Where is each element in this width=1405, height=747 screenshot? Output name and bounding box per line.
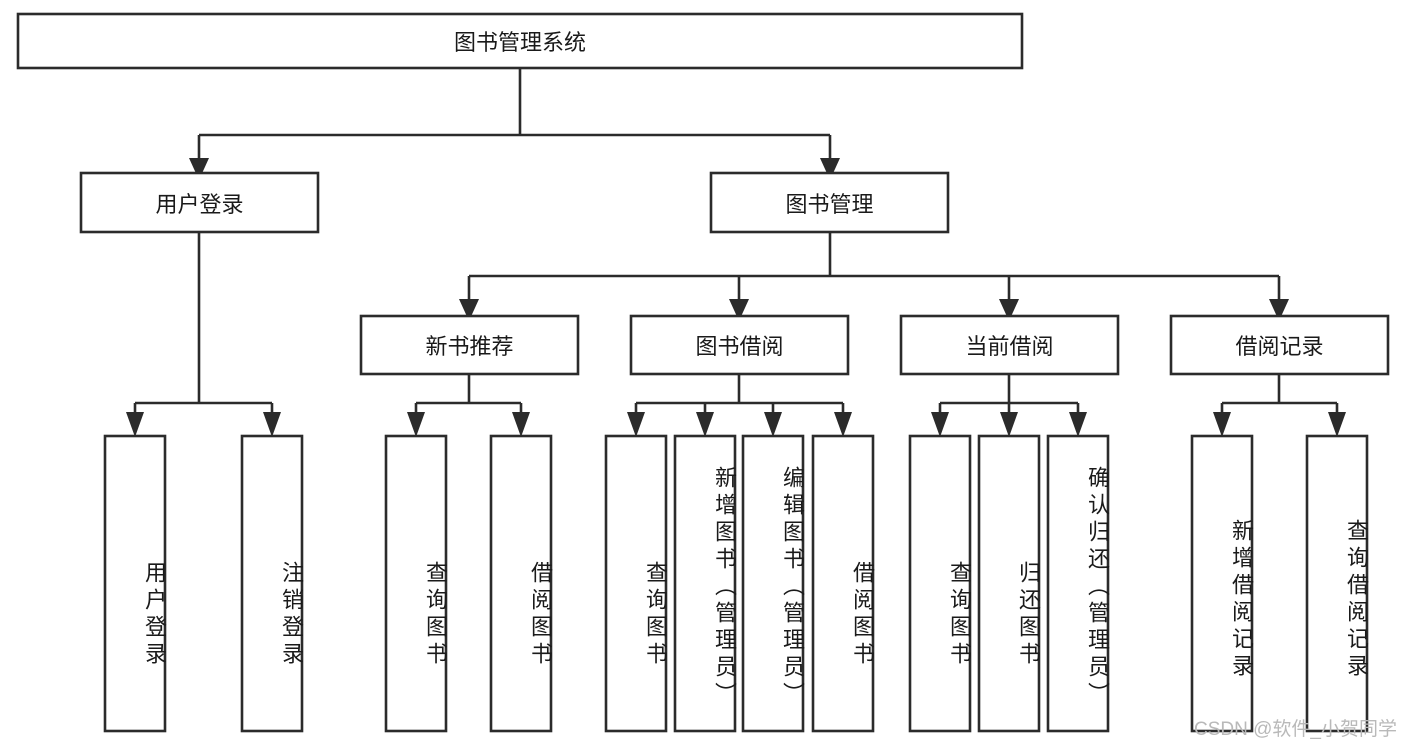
node-box-new-book-rec[interactable]: [359, 314, 580, 376]
arrow-icon-to-user-login: [189, 158, 209, 180]
node-box-leaf-return-book[interactable]: [977, 434, 1041, 733]
arrow-icon-to-leaf-logout: [263, 412, 281, 437]
node-box-leaf-borrow-book-1[interactable]: [489, 434, 553, 733]
node-box-user-login[interactable]: [79, 171, 320, 234]
node-box-leaf-add-record[interactable]: [1190, 434, 1254, 733]
node-box-root[interactable]: [16, 12, 1024, 70]
arrow-icon-to-leaf-query-book-2: [627, 412, 645, 437]
node-box-borrow-record[interactable]: [1169, 314, 1390, 376]
node-box-leaf-add-book[interactable]: [673, 434, 737, 733]
arrow-icon-to-leaf-confirm-return: [1069, 412, 1087, 437]
node-box-layer: [16, 12, 1390, 733]
node-box-leaf-edit-book[interactable]: [741, 434, 805, 733]
arrow-icon-to-leaf-return-book: [1000, 412, 1018, 437]
arrow-icon-to-new-book-rec: [459, 299, 479, 321]
node-box-book-manage[interactable]: [709, 171, 950, 234]
node-box-book-borrow[interactable]: [629, 314, 850, 376]
arrow-icon-to-book-manage: [820, 158, 840, 180]
node-box-leaf-query-book-2[interactable]: [604, 434, 668, 733]
node-box-leaf-user-login[interactable]: [103, 434, 167, 733]
watermark-text: CSDN @软件_小贺同学: [1194, 719, 1397, 740]
node-box-leaf-query-book-3[interactable]: [908, 434, 972, 733]
arrow-icon-to-leaf-borrow-book-2: [834, 412, 852, 437]
arrow-icon-to-borrow-record: [1269, 299, 1289, 321]
arrow-icon-to-leaf-query-book-3: [931, 412, 949, 437]
arrowhead-layer: [126, 158, 1346, 437]
node-box-current-borrow[interactable]: [899, 314, 1120, 376]
arrow-icon-to-leaf-add-book: [696, 412, 714, 437]
node-box-leaf-borrow-book-2[interactable]: [811, 434, 875, 733]
arrow-icon-to-leaf-edit-book: [764, 412, 782, 437]
node-box-leaf-confirm-return[interactable]: [1046, 434, 1110, 733]
node-box-leaf-query-book-1[interactable]: [384, 434, 448, 733]
arrow-icon-to-leaf-borrow-book-1: [512, 412, 530, 437]
arrow-icon-to-book-borrow: [729, 299, 749, 321]
node-box-leaf-query-record[interactable]: [1305, 434, 1369, 733]
arrow-icon-to-leaf-query-record: [1328, 412, 1346, 437]
arrow-icon-to-leaf-add-record: [1213, 412, 1231, 437]
arrow-icon-to-leaf-user-login: [126, 412, 144, 437]
arrow-icon-to-leaf-query-book-1: [407, 412, 425, 437]
node-box-leaf-logout[interactable]: [240, 434, 304, 733]
arrow-icon-to-current-borrow: [999, 299, 1019, 321]
